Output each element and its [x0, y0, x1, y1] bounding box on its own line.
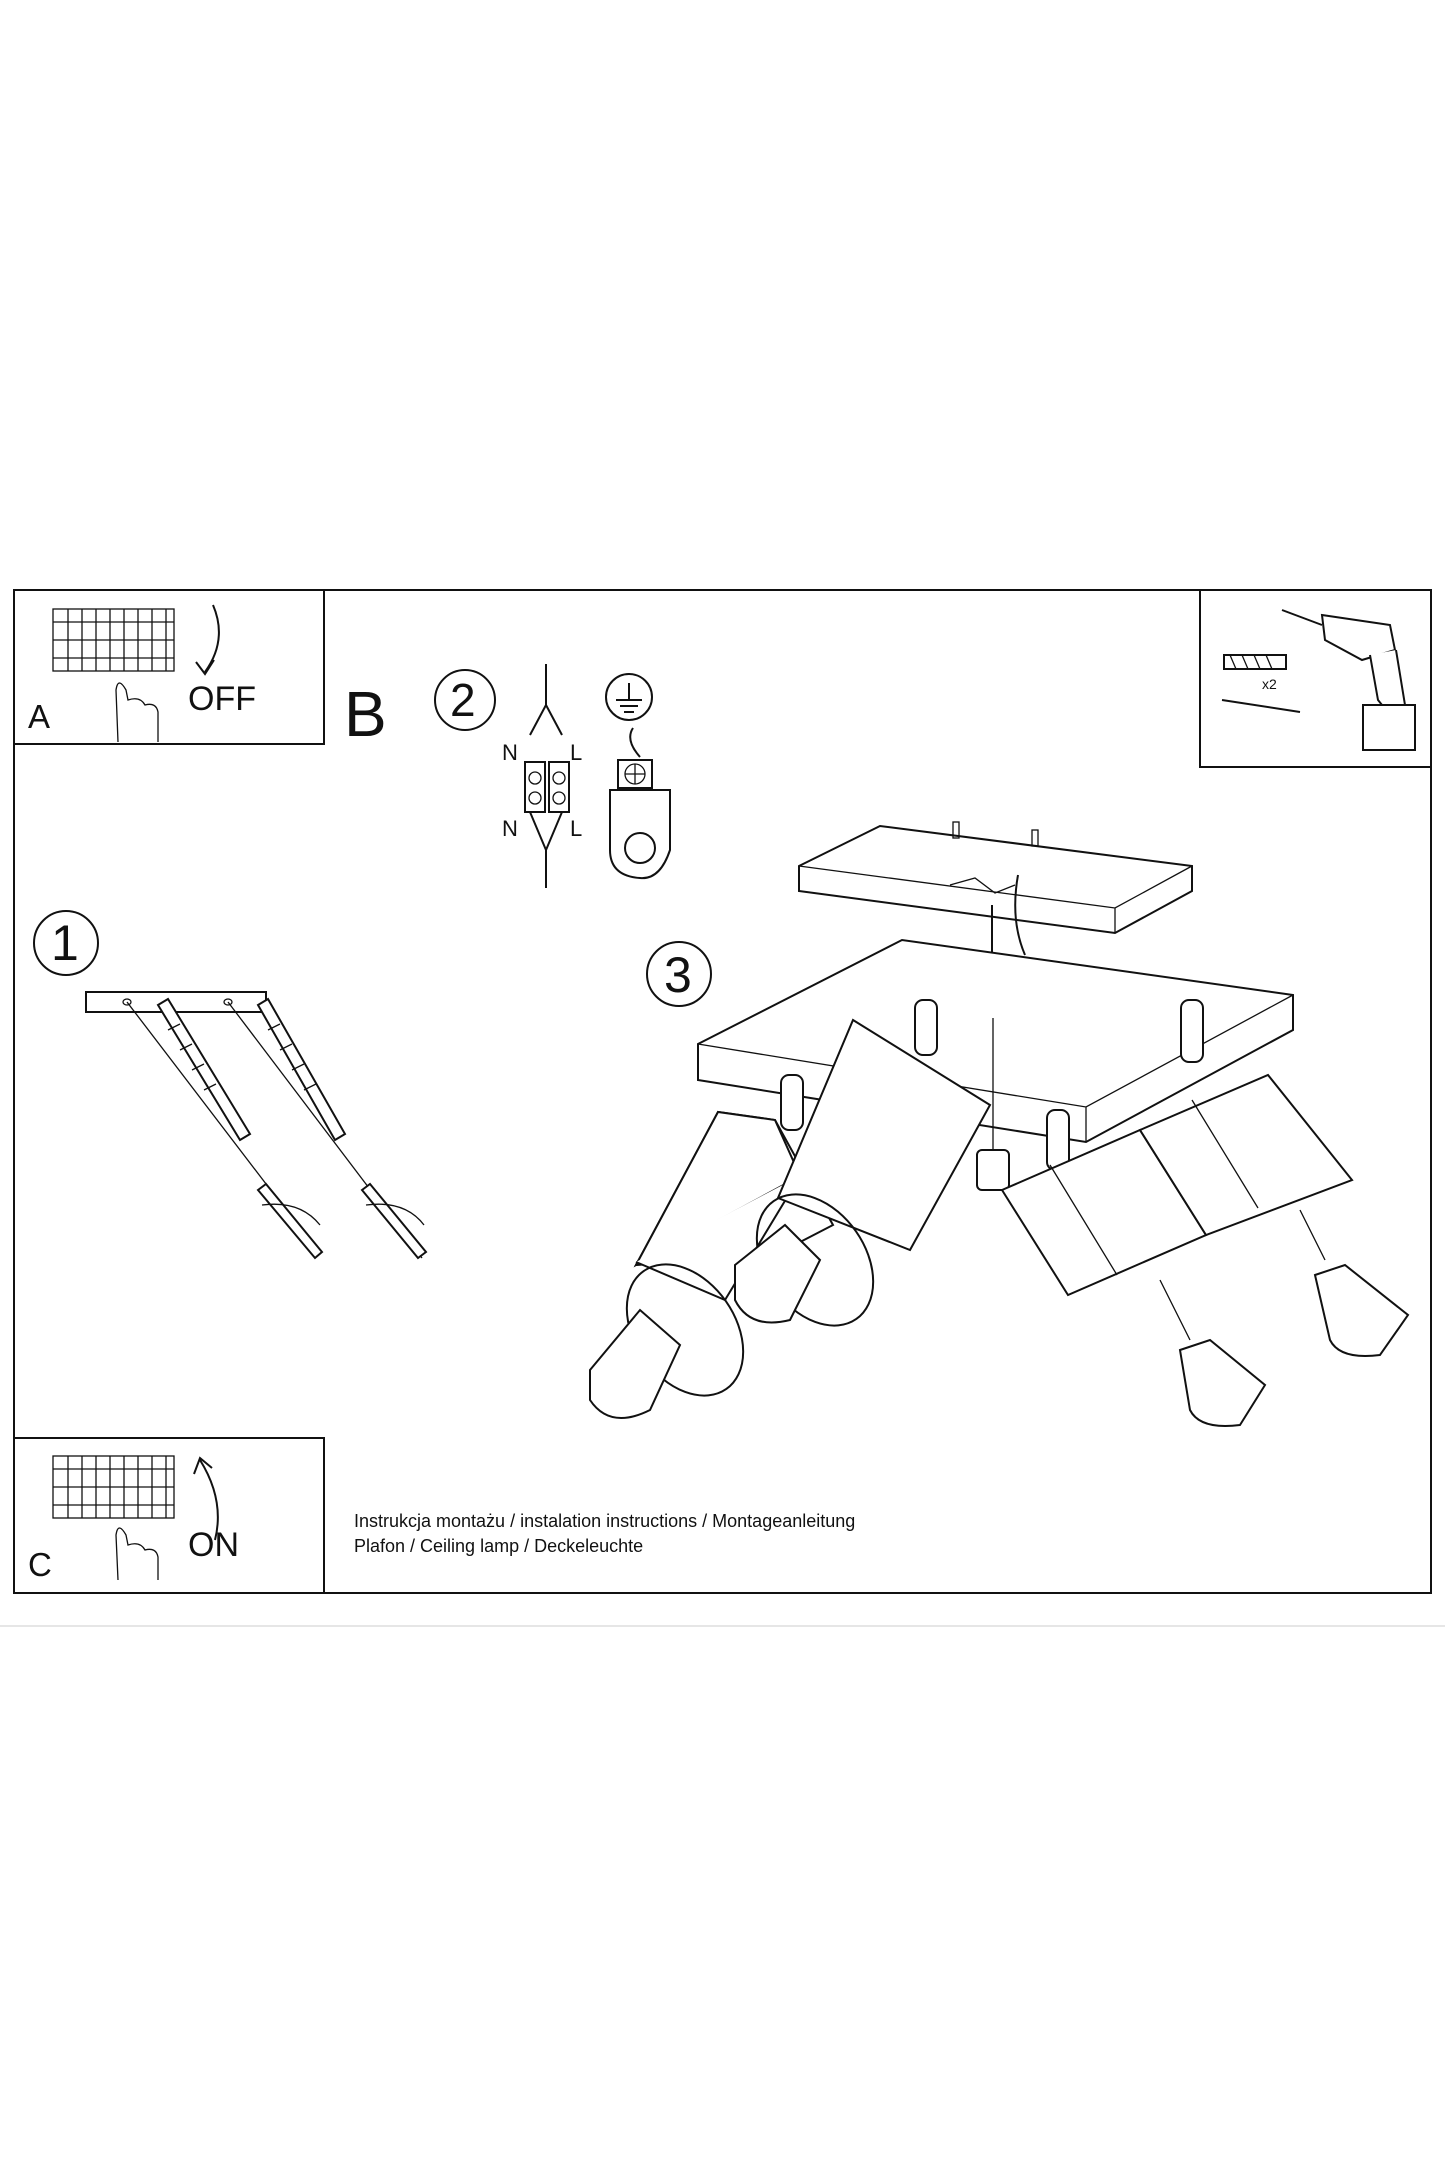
- step-3-circle: [646, 941, 712, 1007]
- step-3-label: 3: [664, 947, 692, 1003]
- earth-symbol-icon: [605, 673, 653, 758]
- panel-a-letter: A: [28, 698, 51, 735]
- caption-line-2: Plafon / Ceiling lamp / Deckeleuchte: [354, 1536, 644, 1556]
- main-frame: [13, 589, 1432, 1594]
- terminal-block-icon: [524, 664, 570, 888]
- arrow-down-icon: [195, 604, 220, 676]
- panel-a-frame: [13, 589, 325, 745]
- arrow-up-icon: [193, 1456, 219, 1541]
- step-2-circle: [434, 669, 496, 731]
- live-label-bottom: L: [570, 816, 583, 841]
- circuit-breaker-icon: [52, 608, 175, 672]
- screw-icon: [1221, 699, 1301, 713]
- caption-line-1: Instrukcja montażu / instalation instruc…: [354, 1511, 856, 1531]
- panel-c-letter: C: [28, 1546, 52, 1583]
- ceiling-lamp-illustration: [589, 821, 1410, 1427]
- off-label: OFF: [188, 680, 256, 718]
- step-2-label: 2: [450, 674, 476, 726]
- mounting-bar: [85, 991, 267, 1013]
- drill-bit-icon: [227, 997, 428, 1260]
- live-label-top: L: [570, 740, 583, 765]
- step-1-circle: [33, 910, 99, 976]
- tools-frame: [1199, 589, 1432, 768]
- neutral-label-top: N: [502, 740, 518, 765]
- circuit-breaker-icon: [52, 1455, 175, 1519]
- hand-icon: [115, 1527, 159, 1581]
- drill-icon: [1281, 609, 1416, 751]
- hand-icon: [115, 682, 159, 743]
- neutral-label-bottom: N: [502, 816, 518, 841]
- ground-lug-icon: [609, 759, 671, 880]
- on-label: ON: [188, 1526, 239, 1564]
- wall-plug-icon: [1223, 654, 1287, 670]
- panel-b-letter: B: [344, 678, 387, 750]
- step-1-label: 1: [51, 915, 79, 971]
- quantity-label: x2: [1262, 676, 1277, 692]
- drill-bit-icon: [126, 997, 324, 1260]
- panel-c-frame: [13, 1437, 325, 1594]
